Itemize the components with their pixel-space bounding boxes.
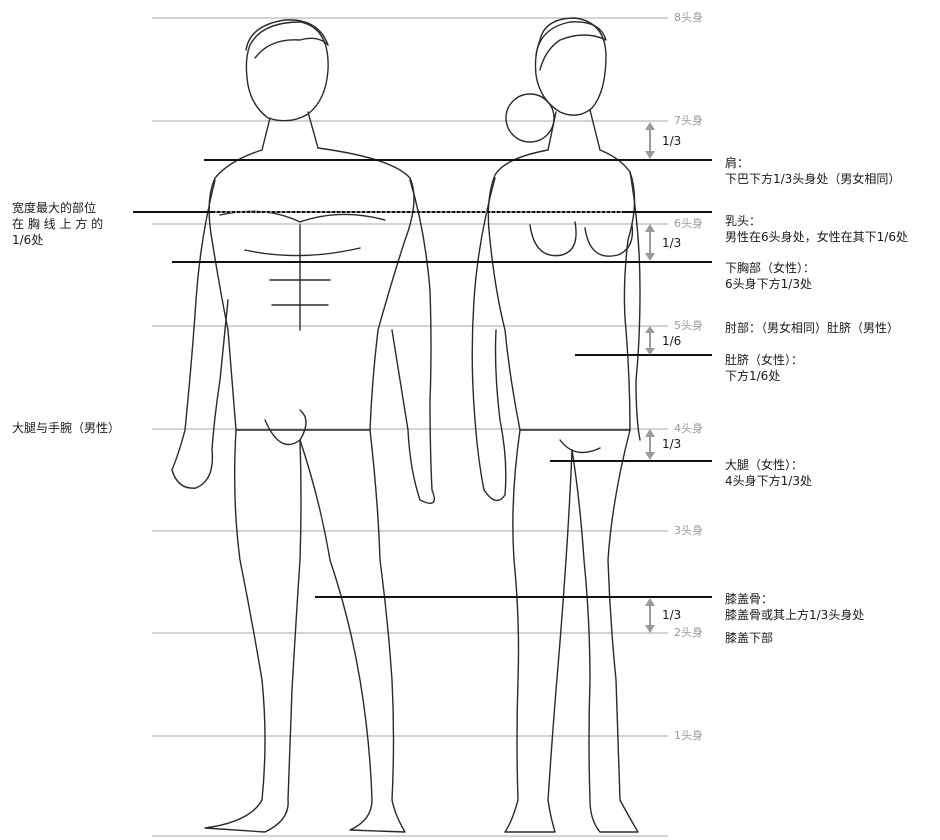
fraction-label-2: 1/3 [662,236,681,250]
female-hair-bun [506,94,554,142]
shoulder-desc: 下巴下方1/3头身处（男女相同） [725,171,900,187]
male-pelvis [265,410,306,445]
arrow-2 [645,224,655,261]
female-neck [548,110,600,150]
male-neck [262,112,318,150]
female-pelvis [560,440,600,453]
widest-note-line1: 宽度最大的部位 [12,200,96,216]
male-abs [270,225,330,330]
male-head [246,22,328,121]
thigh-wrist-note: 大腿与手腕（男性） [12,420,120,436]
male-left-arm [172,180,228,488]
fraction-label-5: 1/3 [662,608,681,622]
fraction-label-1: 1/3 [662,134,681,148]
male-chest [220,211,385,255]
head-label-8: 8头身 [674,11,703,25]
female-bust [530,222,632,256]
head-label-1: 1头身 [674,729,703,743]
knee-below-note: 膝盖下部 [725,630,773,646]
female-left-leg [505,430,572,832]
female-right-leg [572,430,638,832]
head-unit-lines [152,18,668,836]
knee-desc: 膝盖骨或其上方1/3头身处 [725,607,864,623]
head-label-6: 6头身 [674,217,703,231]
arrow-5 [645,598,655,633]
elbow-navel-note: 肘部：（男女相同）肚脐（男性） [725,320,899,336]
male-right-leg [300,430,405,832]
head-label-7: 7头身 [674,114,703,128]
knee-title: 膝盖骨： [725,591,773,607]
head-label-4: 4头身 [674,422,703,436]
nipple-desc: 男性在6头身处，女性在其下1/6处 [725,229,908,245]
arrow-3 [645,326,655,355]
thigh-female-desc: 4头身下方1/3处 [725,473,812,489]
head-label-3: 3头身 [674,524,703,538]
underbust-desc: 6头身下方1/3处 [725,276,812,292]
fraction-label-3: 1/6 [662,334,681,348]
male-left-leg [205,430,301,832]
female-hair [536,22,606,70]
navel-female-title: 肚脐（女性）： [725,352,803,368]
female-figure [472,18,640,832]
thigh-female-title: 大腿（女性）： [725,457,803,473]
male-hair [246,20,328,58]
arrow-4 [645,429,655,460]
male-right-arm [392,180,434,503]
widest-note-line3: 1/6处 [12,232,43,248]
navel-female-desc: 下方1/6处 [725,368,780,384]
male-torso [209,148,414,430]
widest-note-line2: 在 胸 线 上 方 的 [12,216,103,232]
shoulder-title: 肩： [725,155,749,171]
male-figure [172,20,434,832]
fraction-label-4: 1/3 [662,437,681,451]
head-label-2: 2头身 [674,626,703,640]
arrow-1 [645,122,655,159]
nipple-title: 乳头： [725,213,761,229]
head-label-5: 5头身 [674,319,703,333]
measure-arrows [645,122,655,633]
female-torso [488,150,634,430]
underbust-title: 下胸部（女性）： [725,260,815,276]
